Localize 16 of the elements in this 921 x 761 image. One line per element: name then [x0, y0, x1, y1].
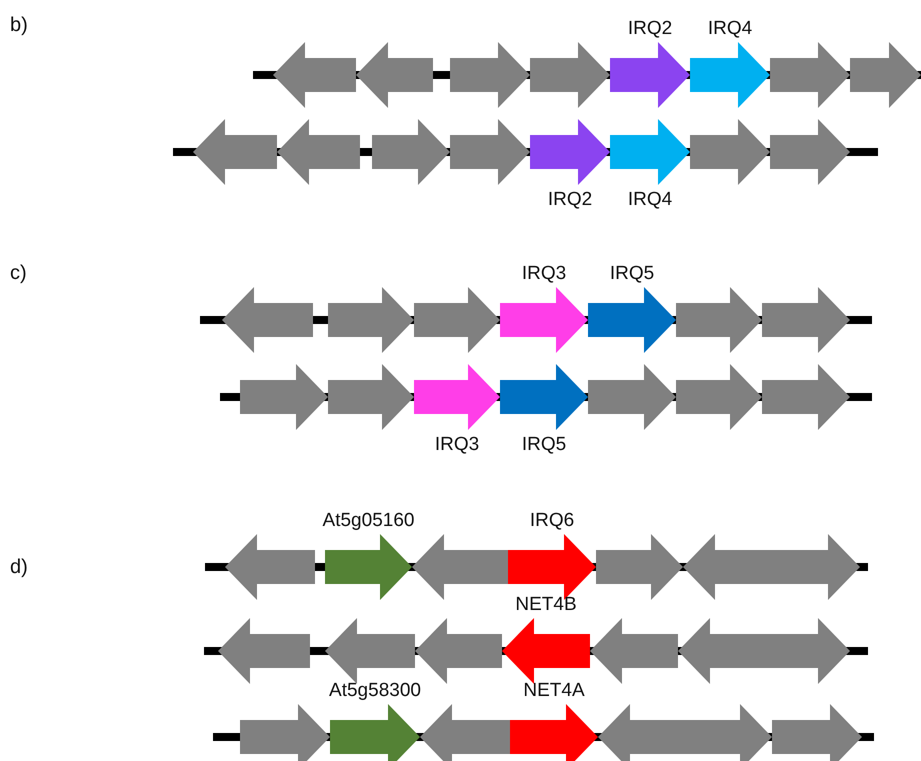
- gene-label: IRQ4: [628, 189, 672, 211]
- panel-label: d): [10, 556, 28, 579]
- gene-label: NET4B: [515, 594, 577, 616]
- gene-label: NET4A: [523, 680, 585, 702]
- gene-label: IRQ6: [530, 510, 574, 532]
- gene-label: IRQ3: [434, 434, 480, 456]
- panel-label: c): [10, 262, 27, 285]
- gene-label: IRQ3: [522, 263, 566, 285]
- gene-label: IRQ4: [708, 18, 752, 40]
- panel-label: b): [10, 14, 28, 37]
- gene-label: IRQ2: [628, 18, 672, 40]
- gene-label: IRQ2: [548, 189, 592, 211]
- gene-label: At5g58300: [329, 680, 421, 702]
- gene-label: IRQ5: [522, 434, 566, 456]
- gene-label: At5g05160: [322, 510, 414, 532]
- gene-label: IRQ5: [610, 263, 654, 285]
